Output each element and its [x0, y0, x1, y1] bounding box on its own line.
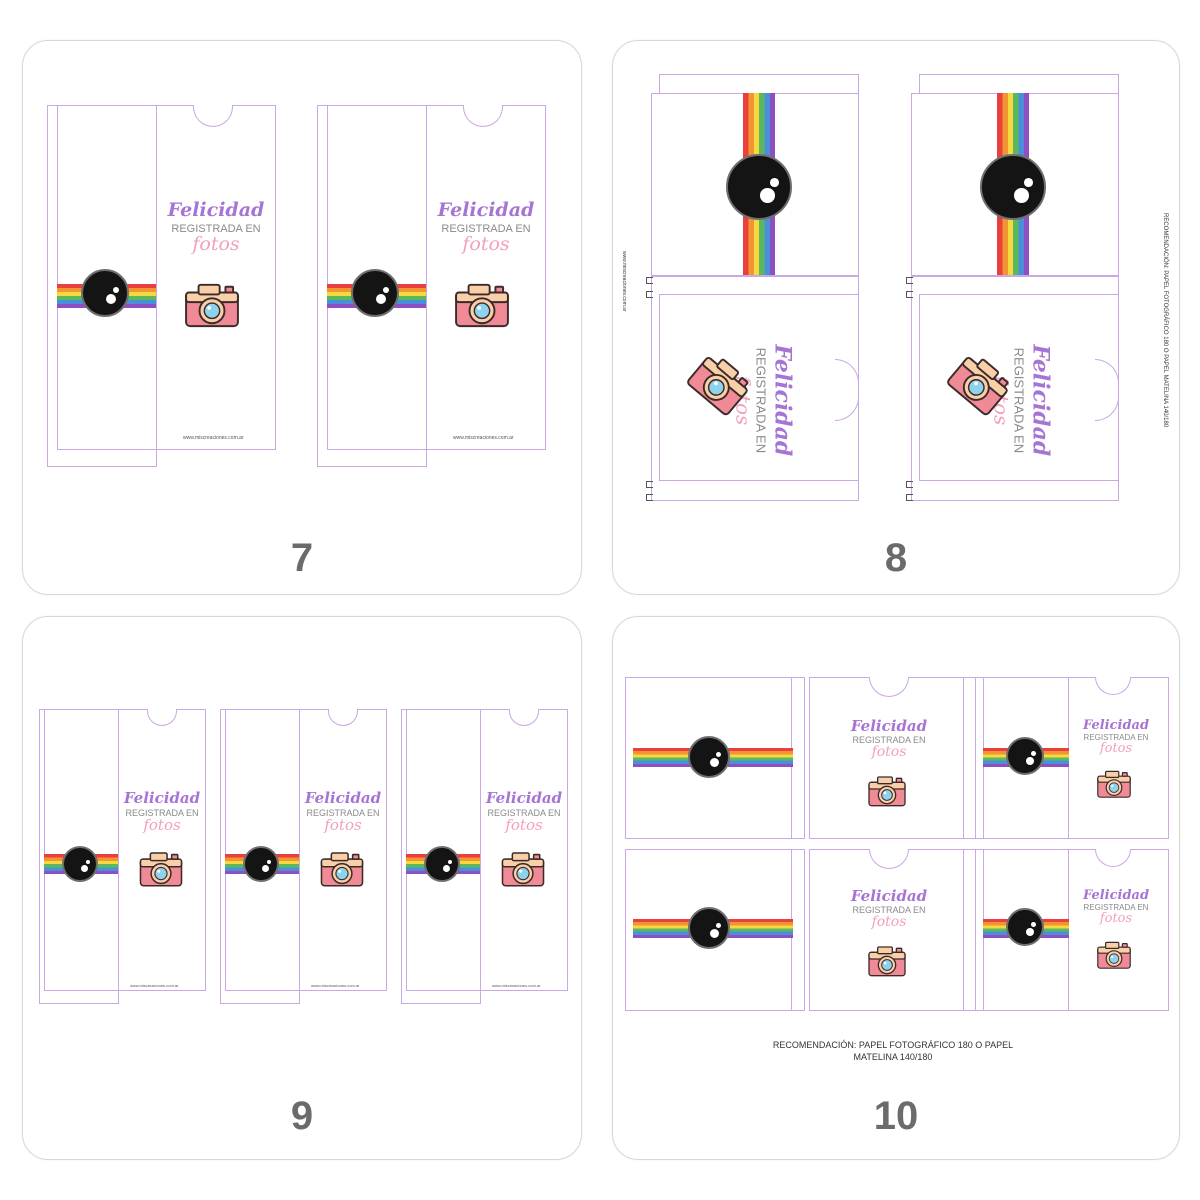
label-title: Felicidad — [850, 887, 928, 905]
die-panel — [809, 849, 969, 1011]
card-number: 7 — [290, 536, 314, 580]
card-10: Felicidad REGISTRADA EN fotos Felicidad … — [612, 616, 1180, 1160]
die-panel — [156, 105, 276, 450]
camera-lens-icon — [1006, 908, 1044, 946]
label-script: fotos — [505, 816, 543, 835]
camera-lens-icon — [980, 154, 1046, 220]
pink-camera-icon — [500, 850, 546, 888]
camera-lens-icon — [688, 907, 730, 949]
tab-mark — [906, 494, 913, 501]
recommendation-line-2: MATELINA 140/180 — [853, 1052, 933, 1063]
label-middle: REGISTRADA EN — [753, 347, 769, 454]
camera-lens-icon — [243, 846, 279, 882]
felicidad-label: Felicidad REGISTRADA EN fotos — [1069, 719, 1163, 756]
label-title: Felicidad — [437, 199, 535, 221]
camera-lens-icon — [726, 154, 792, 220]
camera-lens-icon — [351, 269, 399, 317]
side-recommendation-text: RECOMENDACIÓN: PAPEL FOTOGRÁFICO 180 O P… — [1162, 213, 1168, 428]
pink-camera-icon — [867, 774, 907, 808]
label-middle: REGISTRADA EN — [171, 222, 261, 235]
camera-lens-icon — [62, 846, 98, 882]
label-middle: REGISTRADA EN — [852, 734, 926, 745]
felicidad-label: Felicidad REGISTRADA EN fotos — [156, 199, 276, 256]
label-title: Felicidad — [123, 789, 201, 807]
label-middle: REGISTRADA EN — [1011, 347, 1027, 454]
pink-camera-icon — [1096, 940, 1132, 970]
label-script: fotos — [871, 914, 907, 931]
card-number: 9 — [290, 1094, 314, 1138]
label-script: fotos — [1099, 741, 1133, 757]
tab-mark — [646, 481, 653, 488]
pink-camera-icon — [453, 281, 511, 329]
card-number: 10 — [873, 1094, 919, 1138]
label-title: Felicidad — [1082, 718, 1150, 733]
label-title: Felicidad — [167, 199, 265, 221]
die-panel — [426, 105, 546, 450]
recommendation-text: RECOMENDACIÓN: PAPEL FOTOGRÁFICO 180 O P… — [713, 1039, 1073, 1063]
recommendation-line-1: RECOMENDACIÓN: PAPEL FOTOGRÁFICO 180 O P… — [772, 1040, 1014, 1050]
label-title: Felicidad — [485, 789, 563, 807]
website-text: www.miscreaciones.com.ar — [130, 983, 179, 988]
camera-lens-icon — [424, 846, 460, 882]
label-middle: REGISTRADA EN — [441, 222, 531, 235]
pink-camera-icon — [183, 281, 241, 329]
camera-lens-icon — [1006, 737, 1044, 775]
tab-mark — [906, 481, 913, 488]
die-panel — [118, 709, 206, 991]
label-middle: REGISTRADA EN — [852, 904, 926, 915]
label-title: Felicidad — [1027, 344, 1054, 457]
pink-camera-icon — [319, 850, 365, 888]
card-7: Felicidad REGISTRADA EN fotos www.miscre… — [22, 40, 582, 595]
pink-camera-icon — [867, 944, 907, 978]
die-panel — [299, 709, 387, 991]
felicidad-label: Felicidad REGISTRADA EN fotos — [809, 887, 969, 931]
felicidad-label: Felicidad REGISTRADA EN fotos — [809, 717, 969, 761]
label-script: fotos — [192, 233, 240, 256]
label-script: fotos — [324, 816, 362, 835]
label-middle: REGISTRADA EN — [1083, 732, 1149, 742]
felicidad-label: Felicidad REGISTRADA EN fotos — [426, 199, 546, 256]
die-outline — [791, 849, 805, 1011]
die-panel — [480, 709, 568, 991]
pink-camera-icon — [138, 850, 184, 888]
tab-mark — [646, 494, 653, 501]
label-script: fotos — [871, 744, 907, 761]
pink-camera-icon — [1096, 769, 1132, 799]
website-text: www.miscreaciones.com.ar — [492, 983, 541, 988]
felicidad-label: Felicidad REGISTRADA EN fotos — [118, 789, 206, 835]
tab-mark — [906, 291, 913, 298]
website-text: www.miscreaciones.com.ar — [453, 435, 514, 441]
felicidad-label: Felicidad REGISTRADA EN fotos — [1069, 889, 1163, 926]
website-text: www.miscreaciones.com.ar — [311, 983, 360, 988]
website-text: www.miscreaciones.com.ar — [621, 251, 627, 312]
card-number: 8 — [884, 536, 908, 580]
label-script: fotos — [143, 816, 181, 835]
label-title: Felicidad — [1082, 888, 1150, 903]
felicidad-label: Felicidad REGISTRADA EN fotos — [480, 789, 568, 835]
tab-mark — [906, 277, 913, 284]
label-title: Felicidad — [769, 344, 796, 457]
card-9: Felicidad REGISTRADA EN fotos www.miscre… — [22, 616, 582, 1160]
tab-mark — [646, 291, 653, 298]
label-script: fotos — [1099, 911, 1133, 927]
label-title: Felicidad — [850, 717, 928, 735]
label-middle: REGISTRADA EN — [1083, 902, 1149, 912]
label-script: fotos — [462, 233, 510, 256]
die-outline — [791, 677, 805, 839]
label-middle: REGISTRADA EN — [125, 807, 199, 818]
website-text: www.miscreaciones.com.ar — [183, 435, 244, 441]
camera-lens-icon — [81, 269, 129, 317]
label-middle: REGISTRADA EN — [487, 807, 561, 818]
tab-mark — [646, 277, 653, 284]
card-8: Felicidad REGISTRADA EN fotos www.miscre… — [612, 40, 1180, 595]
camera-lens-icon — [688, 736, 730, 778]
label-middle: REGISTRADA EN — [306, 807, 380, 818]
label-title: Felicidad — [304, 789, 382, 807]
felicidad-label: Felicidad REGISTRADA EN fotos — [299, 789, 387, 835]
